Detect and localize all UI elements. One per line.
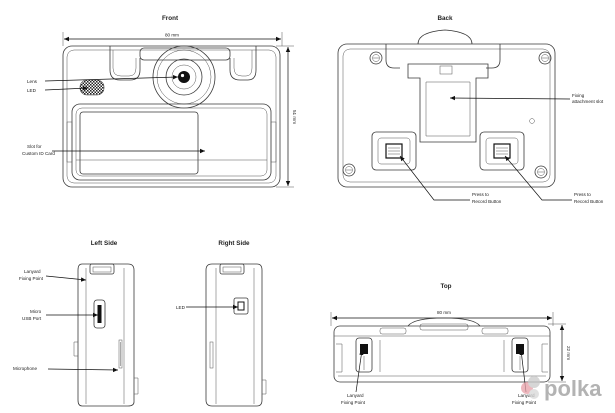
side-led-icon <box>237 301 245 311</box>
fixing-label-line1: Fixing <box>572 93 585 98</box>
top-title: Top <box>440 283 451 290</box>
press-left-label-line2: Record Button <box>472 199 502 204</box>
back-view: Back <box>337 15 604 204</box>
top-lanyard-right-line2: Fixing Point <box>512 400 537 405</box>
front-width-label: 80 mm <box>165 33 179 38</box>
left-side-view: Left Side Lanyard Fixing Point Micro USB… <box>13 240 139 407</box>
slot-label-line1: Slot for <box>27 144 42 149</box>
slot-label-line2: Custom ID Card <box>22 151 55 156</box>
usb-port-icon <box>97 305 102 323</box>
top-height-label: 22 mm <box>566 346 571 360</box>
lanyard-left-label-line1: Lanyard <box>24 269 41 274</box>
polka-logo-icon <box>521 376 540 399</box>
top-lanyard-left-line1: Lanyard <box>347 393 364 398</box>
microphone-grille-icon <box>118 339 123 369</box>
polka-watermark: polka <box>521 376 602 401</box>
front-view: Front 80 mm 51 mm <box>22 15 297 188</box>
top-lanyard-right-line1: Lanyard <box>518 393 535 398</box>
fixing-label-line2: attachment slot <box>572 99 604 104</box>
front-width-dimension: 80 mm <box>62 32 283 46</box>
front-led-label: LED <box>27 88 37 93</box>
microphone-label: Microphone <box>13 366 37 371</box>
screw-top-right-icon <box>538 51 552 65</box>
top-width-label: 80 mm <box>437 310 451 315</box>
press-left-label-line1: Press to <box>472 192 489 197</box>
front-title: Front <box>162 15 179 22</box>
screw-bottom-left-icon <box>342 163 356 177</box>
lanyard-left-label-line2: Fixing Point <box>19 276 44 281</box>
lens-icon <box>178 71 190 83</box>
left-side-body-outline <box>77 263 135 407</box>
watermark-text: polka <box>544 376 602 401</box>
top-lanyard-left-line2: Fixing Point <box>341 400 366 405</box>
lens-label: Lens <box>27 79 38 84</box>
top-body-outline <box>333 325 551 383</box>
screw-bottom-right-icon <box>534 165 548 179</box>
lanyard-point-right <box>511 337 529 373</box>
back-title: Back <box>437 15 453 22</box>
top-height-dimension: 22 mm <box>548 323 571 383</box>
back-body-outline <box>337 43 556 188</box>
screw-top-left-icon <box>369 51 383 65</box>
right-led-label: LED <box>176 305 186 310</box>
id-card-slot <box>71 103 272 181</box>
top-view: Top 80 mm 22 mm <box>330 283 571 405</box>
front-body-outline <box>62 45 281 188</box>
right-side-body-outline <box>205 263 263 407</box>
right-side-view: Right Side LED <box>176 240 267 407</box>
record-button-left <box>371 131 417 171</box>
left-side-title: Left Side <box>91 240 118 247</box>
front-height-dimension: 51 mm <box>276 45 297 188</box>
usb-label-line1: Micro <box>30 309 42 314</box>
press-right-label-line2: Record Button <box>574 199 604 204</box>
fixing-attachment-slot <box>407 63 489 143</box>
front-height-label: 51 mm <box>292 110 297 124</box>
front-led-icon <box>79 79 105 96</box>
lanyard-point-left <box>355 337 373 373</box>
usb-label-line2: USB Port <box>22 316 42 321</box>
press-right-label-line1: Press to <box>574 192 591 197</box>
right-side-title: Right Side <box>218 240 250 247</box>
record-button-right <box>479 131 525 171</box>
